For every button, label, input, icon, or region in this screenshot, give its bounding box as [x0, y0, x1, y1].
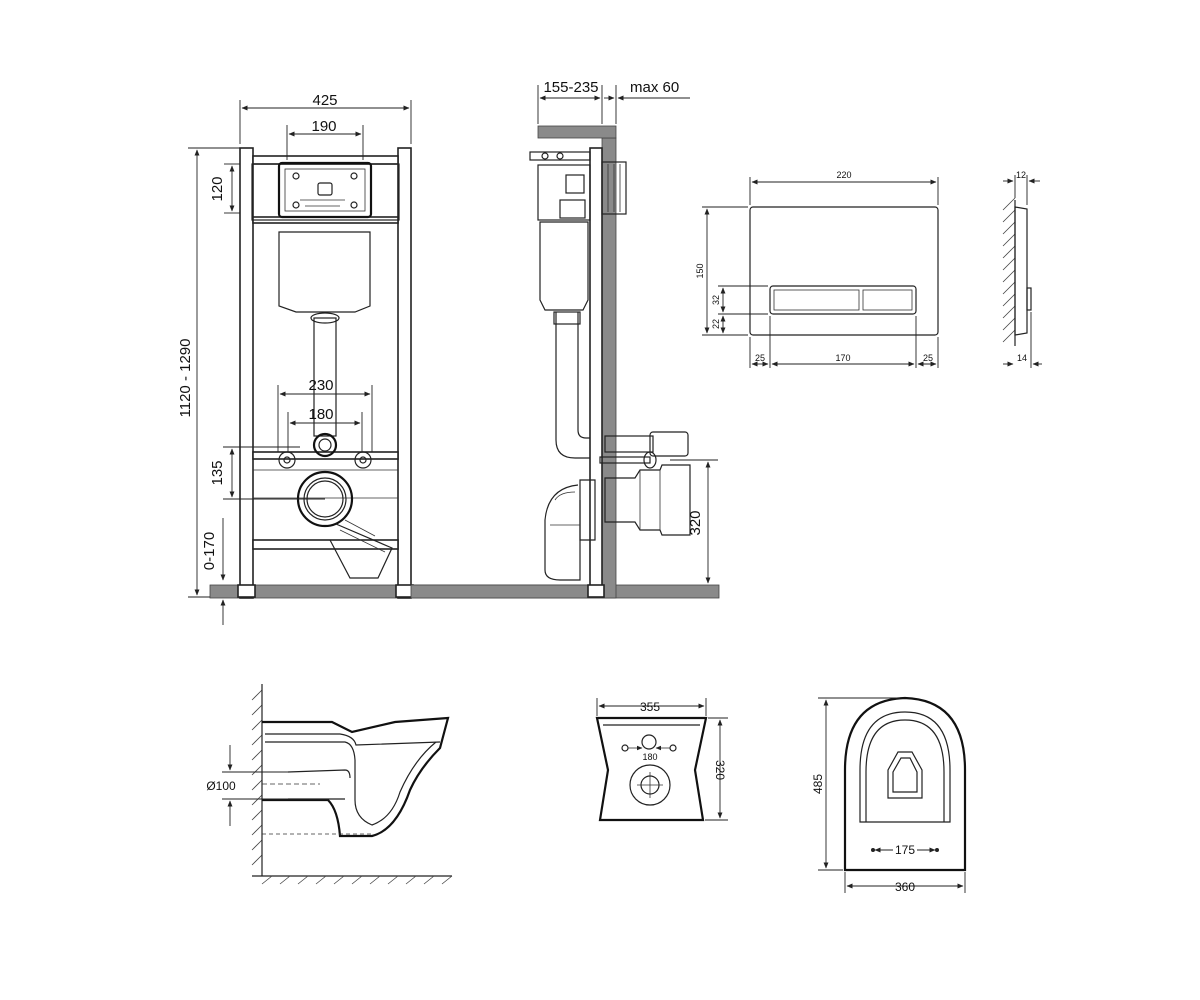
flush-plate-view: 220 150 32 22 25 170 25: [695, 170, 1042, 368]
side-drain-bend: [544, 484, 581, 581]
dim-button-width: 170: [835, 353, 850, 363]
frame-front-view: 425 190 120 1120 - 1290 230 180 135: [177, 92, 616, 625]
dim-margin-right: 25: [923, 353, 933, 363]
dim-frame-width: 425: [312, 92, 337, 109]
side-drain-connector: [604, 464, 691, 536]
dim-foot-adjust: 0-170: [201, 532, 218, 570]
side-flush-connector: [604, 435, 654, 453]
frame-foot-left: [237, 584, 256, 598]
dim-outlet-height: 135: [209, 460, 226, 485]
flush-pipe-outlet: [312, 432, 338, 458]
bowl-rear-view: 180 355 320: [595, 698, 728, 822]
dim-plate-height: 150: [695, 263, 705, 278]
frame-left-post: [239, 147, 254, 599]
stud-left: [278, 451, 296, 469]
bowl-rear-outlet: [629, 764, 671, 806]
flush-plate-profile: 12 14: [1002, 170, 1042, 368]
bowl-top-seat: [859, 711, 951, 823]
stud-right: [354, 451, 372, 469]
bowl-rear-outline: [595, 716, 708, 822]
flush-mechanism-panel: [277, 161, 373, 219]
frame-crossbar-lower: [252, 539, 399, 550]
dim-max-wall: max 60: [630, 79, 679, 96]
side-flush-mechanism: [537, 164, 591, 221]
dim-bowl-length: 485: [811, 774, 825, 794]
dim-plate-width: 220: [836, 170, 851, 180]
flush-mechanism-housing: [251, 163, 400, 221]
dim-margin-left: 25: [755, 353, 765, 363]
wall-top: [537, 125, 617, 139]
dim-rear-width: 355: [640, 700, 660, 714]
frame-foot-right: [395, 584, 414, 598]
dim-button-offset: 22: [711, 319, 721, 329]
frame-right-post: [397, 147, 412, 599]
bowl-outline: [262, 716, 450, 838]
dim-rear-hole-spacing: 180: [642, 752, 657, 762]
dim-rear-height: 320: [713, 760, 727, 780]
flush-buttons: [769, 285, 917, 315]
dim-stud-spacing-outer: 230: [308, 377, 333, 394]
bowl-top-drain: [887, 751, 923, 799]
dim-panel-width: 190: [311, 118, 336, 135]
dim-wall-gap: 155-235: [543, 79, 598, 96]
drain-elbow: [329, 523, 393, 579]
dim-stud-spacing-inner: 180: [308, 406, 333, 423]
dim-seat-holes: 175: [895, 843, 915, 857]
dim-plate-depth-top: 12: [1016, 170, 1026, 180]
dim-frame-height: 1120 - 1290: [177, 339, 194, 418]
dim-side-outlet-height: 320: [687, 510, 704, 535]
dim-pipe-diameter: Ø100: [206, 779, 236, 793]
bowl-top-view: 175 485 360: [811, 696, 967, 894]
side-cistern: [539, 221, 589, 311]
frame-side-post: [589, 147, 603, 597]
dim-plate-depth-bottom: 14: [1017, 353, 1027, 363]
bowl-top-outline: [843, 696, 967, 872]
frame-side-view: 155-235 max 60 320: [410, 79, 720, 599]
floor-side: [410, 584, 720, 599]
dim-bowl-width: 360: [895, 880, 915, 894]
flush-plate: [749, 206, 939, 336]
dim-button-height: 32: [711, 295, 721, 305]
cistern: [278, 231, 371, 313]
flush-pipe: [313, 317, 337, 437]
dim-panel-height: 120: [209, 176, 226, 201]
bowl-side-section: Ø100: [206, 684, 453, 885]
side-top-bracket: [529, 151, 591, 161]
